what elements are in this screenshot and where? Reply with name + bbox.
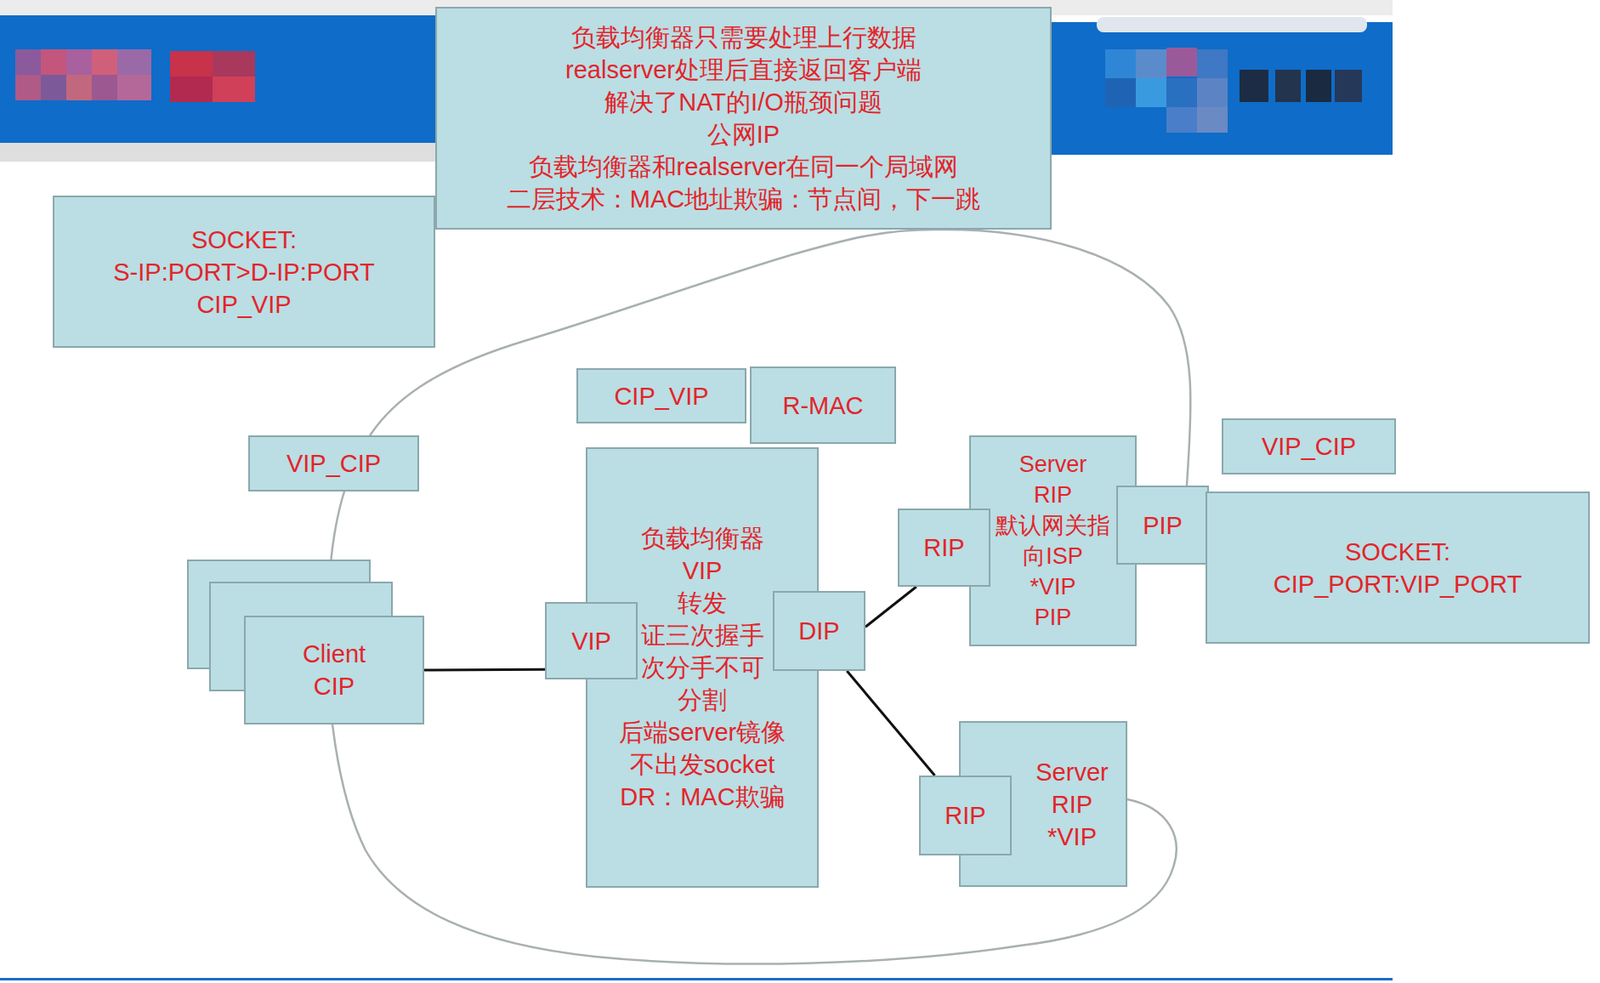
logo-pixel [1197, 49, 1228, 79]
node-text: RIP [923, 531, 965, 564]
logo-pixel [66, 49, 92, 75]
logo-pixel [117, 49, 152, 75]
node-text: CIP_PORT:VIP_PORT [1273, 567, 1522, 601]
node-text: *VIP [1047, 820, 1097, 853]
node-text: RIP [1033, 479, 1073, 511]
node-text: CIP [313, 669, 355, 703]
node-text: CIP_VIP [613, 380, 709, 413]
logo-pixel [15, 74, 41, 101]
header-bar [1096, 17, 1368, 33]
node-text: 默认网关指向ISP [993, 510, 1113, 572]
ip-port-box: RIP [919, 775, 1012, 856]
connector-line [846, 670, 935, 776]
node-text: VIP [571, 624, 612, 658]
logo-pixel [1166, 78, 1198, 108]
logo-pixel [1239, 69, 1269, 103]
logo-pixel [1334, 69, 1362, 103]
flow-loop [327, 229, 1191, 965]
node-text: PIP [1142, 509, 1183, 542]
node-text: 次分手不可分割 [638, 651, 766, 716]
ip-port-box: RIP [897, 508, 991, 587]
node-text: VIP_CIP [286, 447, 381, 480]
connector-line [865, 586, 917, 627]
logo-pixel [1166, 47, 1198, 77]
logo-pixel [1197, 78, 1228, 108]
node-text: 负载均衡器和realserver在同一个局域网 [528, 150, 959, 183]
blurred-logo [1105, 47, 1362, 133]
client-box: ClientCIP [243, 615, 425, 725]
node-text: 证三次握手 [638, 618, 766, 652]
mac-label-box: R-MAC [749, 366, 897, 444]
logo-pixel [170, 51, 213, 77]
logo-pixel [1166, 107, 1198, 133]
packet-label-box: VIP_CIP [248, 435, 420, 492]
real-server-box: ServerRIP默认网关指向ISP*VIPPIP [969, 435, 1137, 647]
node-text: VIP_CIP [1261, 430, 1357, 463]
node-text: DIP [798, 614, 840, 647]
note-box: 负载均衡器只需要处理上行数据realserver处理后直接返回客户端解决了NAT… [435, 6, 1052, 230]
logo-pixel [212, 76, 256, 103]
ip-port-box: VIP [544, 601, 638, 680]
logo-pixel [40, 74, 67, 101]
node-text: CIP_VIP [196, 288, 291, 321]
logo-pixel [117, 74, 152, 101]
node-text: 负载均衡器只需要处理上行数据 [571, 21, 917, 54]
logo-pixel [15, 49, 41, 75]
logo-pixel [1197, 107, 1228, 133]
node-text: DR：MAC欺骗 [619, 780, 784, 813]
node-text: Server [1035, 755, 1108, 789]
node-text: 负载均衡器 [641, 521, 765, 555]
node-text: VIP [682, 554, 723, 587]
socket-box: SOCKET:CIP_PORT:VIP_PORT [1205, 491, 1590, 644]
node-text: 解决了NAT的I/O瓶颈问题 [604, 85, 883, 119]
node-text: Server [1019, 448, 1088, 480]
node-text: 转发 [638, 586, 766, 619]
node-text: realserver处理后直接返回客户端 [565, 53, 922, 86]
node-text: SOCKET: [1344, 535, 1451, 568]
logo-pixel [66, 74, 92, 101]
packet-label-box: VIP_CIP [1221, 418, 1396, 475]
logo-pixel [1305, 69, 1332, 103]
node-text: Client [302, 637, 366, 670]
node-text: 不出发socket [629, 748, 776, 781]
node-text: PIP [1034, 601, 1073, 633]
logo-pixel [212, 51, 256, 77]
node-text: *VIP [1029, 571, 1076, 602]
socket-box: SOCKET:S-IP:PORT>D-IP:PORTCIP_VIP [52, 195, 436, 348]
node-text: RIP [1051, 788, 1093, 821]
node-text: 后端server镜像 [618, 715, 787, 749]
logo-pixel [1105, 49, 1136, 79]
node-text: R-MAC [782, 389, 863, 422]
logo-pixel [1135, 78, 1167, 108]
node-text: RIP [944, 799, 986, 832]
logo-pixel [91, 49, 118, 75]
logo-pixel [1275, 69, 1301, 103]
blurred-logo [15, 49, 256, 103]
logo-pixel [91, 74, 118, 101]
ip-port-box: DIP [772, 590, 866, 671]
slide-bottom-line [0, 977, 1393, 981]
node-text: 公网IP [707, 118, 780, 151]
logo-pixel [1135, 49, 1167, 79]
ip-port-box: PIP [1116, 485, 1209, 565]
node-text: 二层技术：MAC地址欺骗：节点间，下一跳 [506, 182, 981, 216]
logo-pixel [1105, 78, 1136, 108]
logo-pixel [40, 49, 67, 75]
node-text: S-IP:PORT>D-IP:PORT [113, 255, 375, 289]
connector-line [424, 668, 545, 672]
logo-pixel [170, 76, 213, 103]
node-text: SOCKET: [191, 223, 297, 256]
packet-label-box: CIP_VIP [576, 368, 747, 424]
